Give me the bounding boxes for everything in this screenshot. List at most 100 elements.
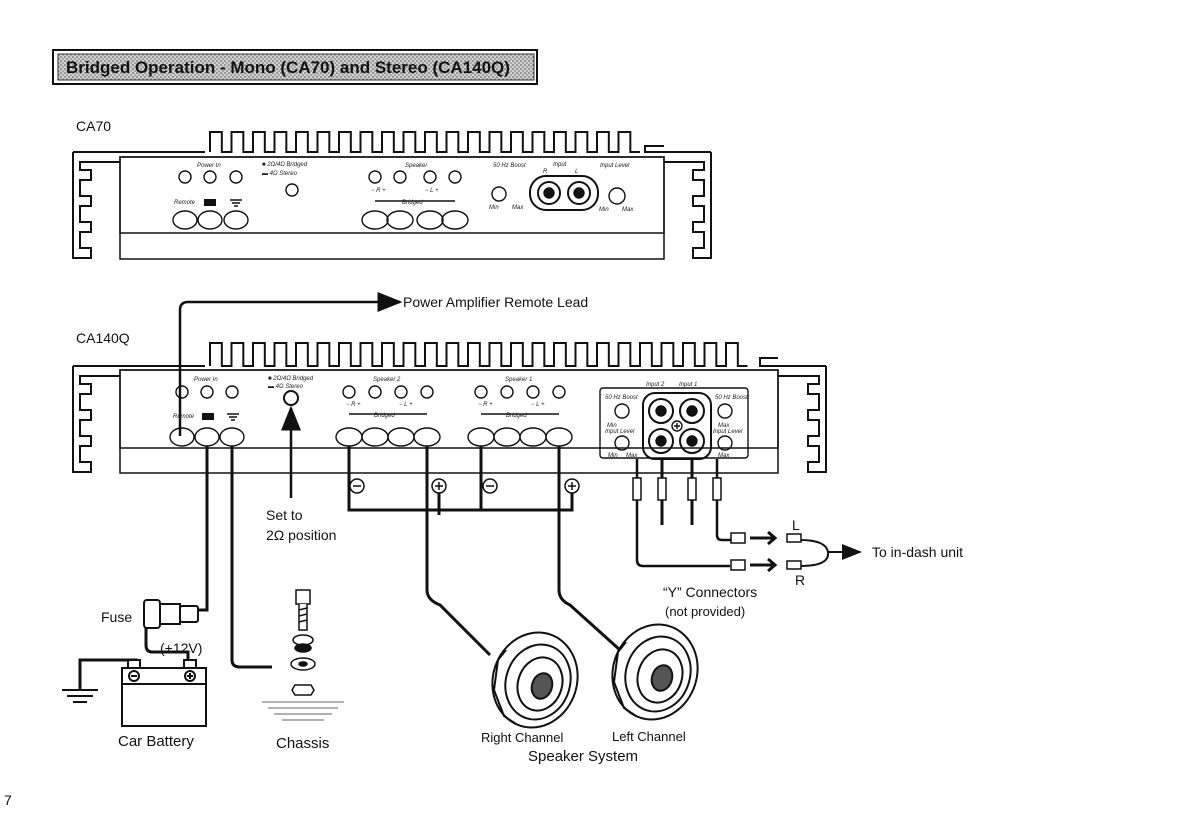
boost-knob bbox=[491, 186, 507, 202]
ca70-terminal-screw bbox=[229, 170, 243, 184]
ca140q-speaker2-l-label: − L + bbox=[399, 402, 413, 408]
ca140q-amplifier bbox=[72, 342, 827, 474]
ca70-speaker-screw bbox=[393, 170, 407, 184]
ca70-terminal bbox=[223, 210, 249, 230]
ca140q-input2-label: Input 2 bbox=[646, 382, 665, 388]
ground-icon bbox=[62, 689, 98, 703]
rca-plug bbox=[712, 477, 722, 501]
ca140q-speaker-terminal bbox=[413, 427, 441, 447]
ca70-power-in-label: Power In bbox=[197, 163, 221, 169]
ca140q-speaker2-r-label: − R + bbox=[346, 402, 361, 408]
ca140q-remote-label: Remote bbox=[173, 414, 195, 420]
y-connector-jack bbox=[786, 560, 802, 570]
ca140q-speaker1-l-label: − L + bbox=[531, 402, 545, 408]
ca70-stereo-mode-label: ▬ 4Ω Stereo bbox=[262, 171, 298, 177]
set-to-label-2: 2Ω position bbox=[266, 527, 336, 543]
remote-lead bbox=[178, 292, 403, 436]
ca140q-terminal bbox=[219, 427, 245, 447]
ca140q-speaker-screw bbox=[500, 385, 514, 399]
rca-jack bbox=[679, 398, 705, 424]
ca70-remote-label: Remote bbox=[174, 200, 196, 206]
ca70-terminal-screw bbox=[203, 170, 217, 184]
ground-icon bbox=[227, 413, 239, 421]
ca140q-speaker-screw bbox=[474, 385, 488, 399]
rca-jack-left bbox=[567, 181, 591, 205]
boost-knob bbox=[614, 403, 630, 419]
ca70-speaker-terminal bbox=[441, 210, 469, 230]
ca70-level-max-label: Max bbox=[622, 207, 634, 213]
ca140q-terminal bbox=[169, 427, 195, 447]
ca140q-speaker2-label: Speaker 2 bbox=[373, 377, 401, 383]
y-right-label: R bbox=[795, 572, 805, 588]
ca70-input-l-label: L bbox=[575, 169, 578, 175]
ca140q-speaker-screw bbox=[526, 385, 540, 399]
ca70-terminal-screw bbox=[178, 170, 192, 184]
fuse-label: Fuse bbox=[101, 609, 132, 625]
ca140q-speaker-terminal bbox=[519, 427, 547, 447]
ca140q-speaker-screw bbox=[420, 385, 434, 399]
ca140q-bridged1-label: Bridged bbox=[506, 413, 527, 419]
input-level-knob bbox=[608, 187, 626, 205]
mode-switch bbox=[283, 390, 299, 406]
rca-plug bbox=[657, 477, 667, 501]
polarity-markers bbox=[349, 478, 580, 494]
fuse bbox=[143, 599, 199, 629]
ca70-bridged-mode-label: ■ 2Ω/4Ω Bridged bbox=[262, 162, 308, 168]
left-speaker bbox=[611, 623, 699, 721]
ca70-min-label: Min bbox=[489, 205, 499, 211]
ca70-level-min-label: Min bbox=[599, 207, 609, 213]
ca70-input-r-label: R bbox=[543, 169, 548, 175]
y-connector-plug bbox=[730, 532, 746, 544]
ca70-model-label: CA70 bbox=[76, 118, 111, 134]
ca70-speaker-terminal bbox=[386, 210, 414, 230]
input-level-knob bbox=[717, 435, 733, 451]
ca140q-boost1-max-label: Max bbox=[718, 423, 730, 429]
ca70-speaker-terminal bbox=[361, 210, 389, 230]
not-provided-label: (not provided) bbox=[665, 604, 745, 619]
ca70-speaker-l-label: − L + bbox=[425, 188, 439, 194]
ca140q-speaker-terminal bbox=[335, 427, 363, 447]
ca70-speaker-terminal bbox=[416, 210, 444, 230]
ca140q-terminal-screw bbox=[175, 385, 189, 399]
ca70-bridged-label: Bridged bbox=[402, 200, 423, 206]
rca-jack bbox=[679, 428, 705, 454]
ca70-terminal bbox=[197, 210, 223, 230]
y-connectors-label: “Y” Connectors bbox=[663, 584, 757, 600]
boost-knob bbox=[717, 403, 733, 419]
ca70-speaker-screw bbox=[368, 170, 382, 184]
ca140q-level2-max-label: Max bbox=[626, 453, 638, 459]
ca70-panel: Power In Remote ■ 2Ω/4Ω Bridged ▬ 4Ω Ste… bbox=[172, 162, 634, 230]
ca140q-speaker1-label: Speaker 1 bbox=[505, 377, 532, 383]
ca70-speaker-screw bbox=[448, 170, 462, 184]
y-connector-plug bbox=[730, 559, 746, 571]
ca140q-level2-label: Input Level bbox=[605, 429, 635, 435]
title-banner: Bridged Operation - Mono (CA70) and Ster… bbox=[52, 49, 538, 85]
remote-lead-label: Power Amplifier Remote Lead bbox=[403, 294, 588, 310]
ca140q-boost2-min-label: Min bbox=[607, 423, 617, 429]
chassis-label: Chassis bbox=[276, 735, 329, 752]
ca140q-speaker-screw bbox=[368, 385, 382, 399]
ca140q-level2-min-label: Min bbox=[608, 453, 618, 459]
car-battery-label: Car Battery bbox=[118, 733, 194, 750]
page-number: 7 bbox=[4, 792, 12, 808]
ca140q-heatsink bbox=[209, 342, 748, 367]
voltage-label: (+12V) bbox=[160, 640, 202, 656]
ca140q-speaker-screw bbox=[342, 385, 356, 399]
ca140q-boost2-label: 50 Hz Boost bbox=[605, 395, 638, 401]
ca140q-input1-label: Input 1 bbox=[679, 382, 697, 388]
banner-title: Bridged Operation - Mono (CA70) and Ster… bbox=[66, 58, 510, 77]
ca140q-boost1-label: 50 Hz Boost bbox=[715, 395, 748, 401]
ca140q-stereo-mode-label: ▬ 4Ω Stereo bbox=[268, 384, 304, 390]
ca140q-speaker-screw bbox=[552, 385, 566, 399]
mode-switch bbox=[285, 183, 299, 197]
ca140q-speaker1-r-label: − R + bbox=[478, 402, 493, 408]
ca70-speaker-label: Speaker bbox=[405, 163, 428, 169]
ca140q-terminal-screw bbox=[225, 385, 239, 399]
ca70-terminal bbox=[172, 210, 198, 230]
rca-plug bbox=[687, 477, 697, 501]
ca140q-speaker-screw bbox=[394, 385, 408, 399]
ca140q-panel: Power In Remote ■ 2Ω/4Ω Bridged ▬ 4Ω Ste… bbox=[169, 376, 749, 460]
y-left-label: L bbox=[792, 517, 800, 533]
ca140q-speaker-terminal bbox=[361, 427, 389, 447]
